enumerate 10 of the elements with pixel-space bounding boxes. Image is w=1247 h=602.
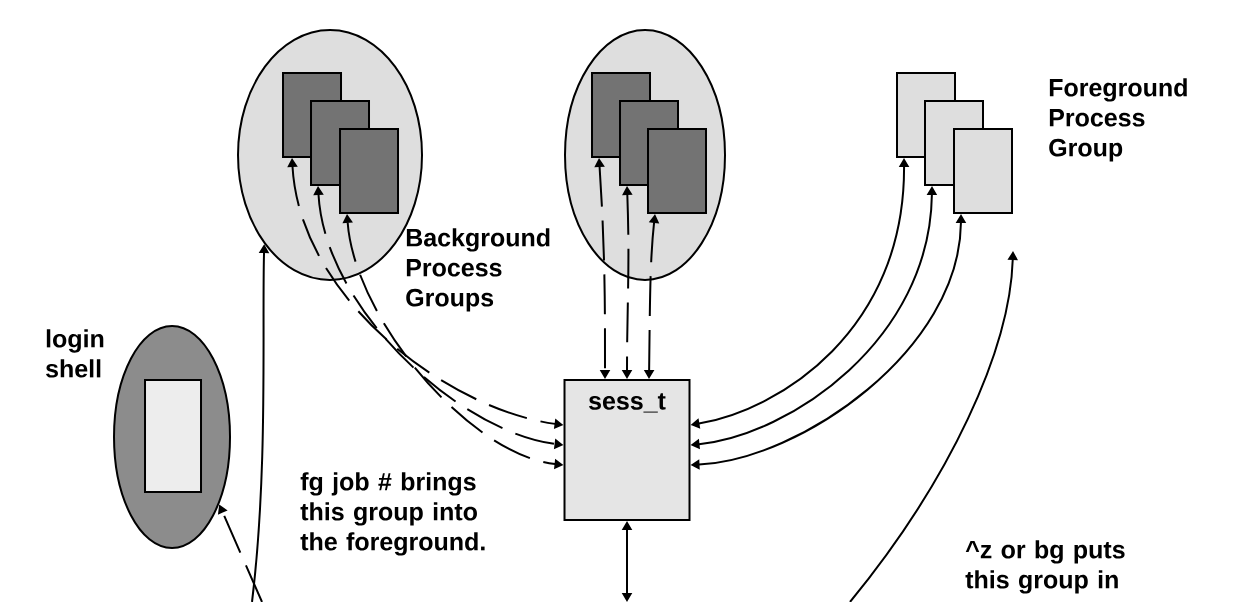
note-text: Background Process Groups: [406, 228, 550, 312]
process-box: [953, 128, 1013, 214]
process-box: [339, 128, 399, 214]
process-box: [647, 128, 707, 214]
note-text: ^z or bg puts this group in: [965, 540, 1125, 594]
note-text: Foreground Process Group: [1049, 78, 1187, 162]
session-box: sess_t: [563, 379, 691, 521]
node-label: login shell: [45, 329, 104, 378]
note-text: fg job # brings this group into the foreground.: [300, 472, 485, 556]
process-box: [144, 379, 202, 493]
